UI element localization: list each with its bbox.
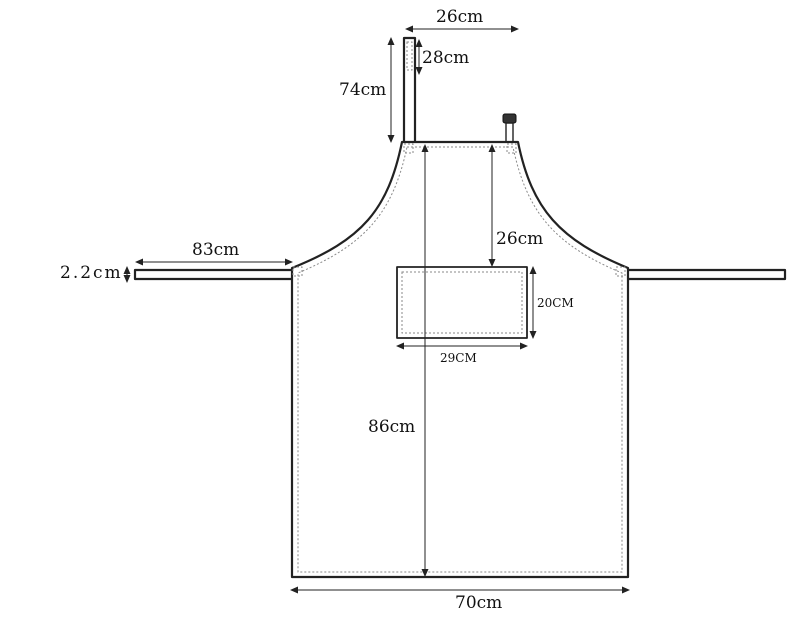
dim-total-length-label: 86cm: [368, 417, 415, 437]
top-left-tack: [403, 143, 414, 154]
dim-tie-width-label: 2.2cm: [60, 263, 123, 283]
left-waist-tie: [133, 268, 297, 281]
dim-bottom-width-label: 70cm: [455, 593, 502, 613]
top-right-tack: [506, 143, 517, 154]
apron-stitching: [297, 146, 623, 573]
pocket: [396, 266, 528, 339]
left-tie-tack: [292, 266, 303, 277]
right-tie-tack: [615, 266, 626, 277]
buckle-loop: [505, 122, 514, 143]
dim-strap-width-label: 28cm: [422, 48, 469, 68]
dim-waist-tie-label: 83cm: [192, 240, 239, 260]
dim-neck-width-label: 26cm: [436, 7, 483, 27]
dim-pocket-width-label: 29CM: [440, 351, 477, 365]
pocket-stitching: [401, 271, 523, 334]
neck-strap-stitch: [406, 41, 413, 71]
dim-pocket-height-label: 20CM: [537, 296, 574, 310]
apron-body: [290, 140, 630, 579]
right-waist-tie: [623, 268, 787, 281]
dim-bib-pocket-label: 26cm: [496, 229, 543, 249]
neck-strap: [402, 36, 417, 146]
dim-strap-length-label: 74cm: [339, 80, 386, 100]
buckle-icon: [502, 113, 517, 124]
